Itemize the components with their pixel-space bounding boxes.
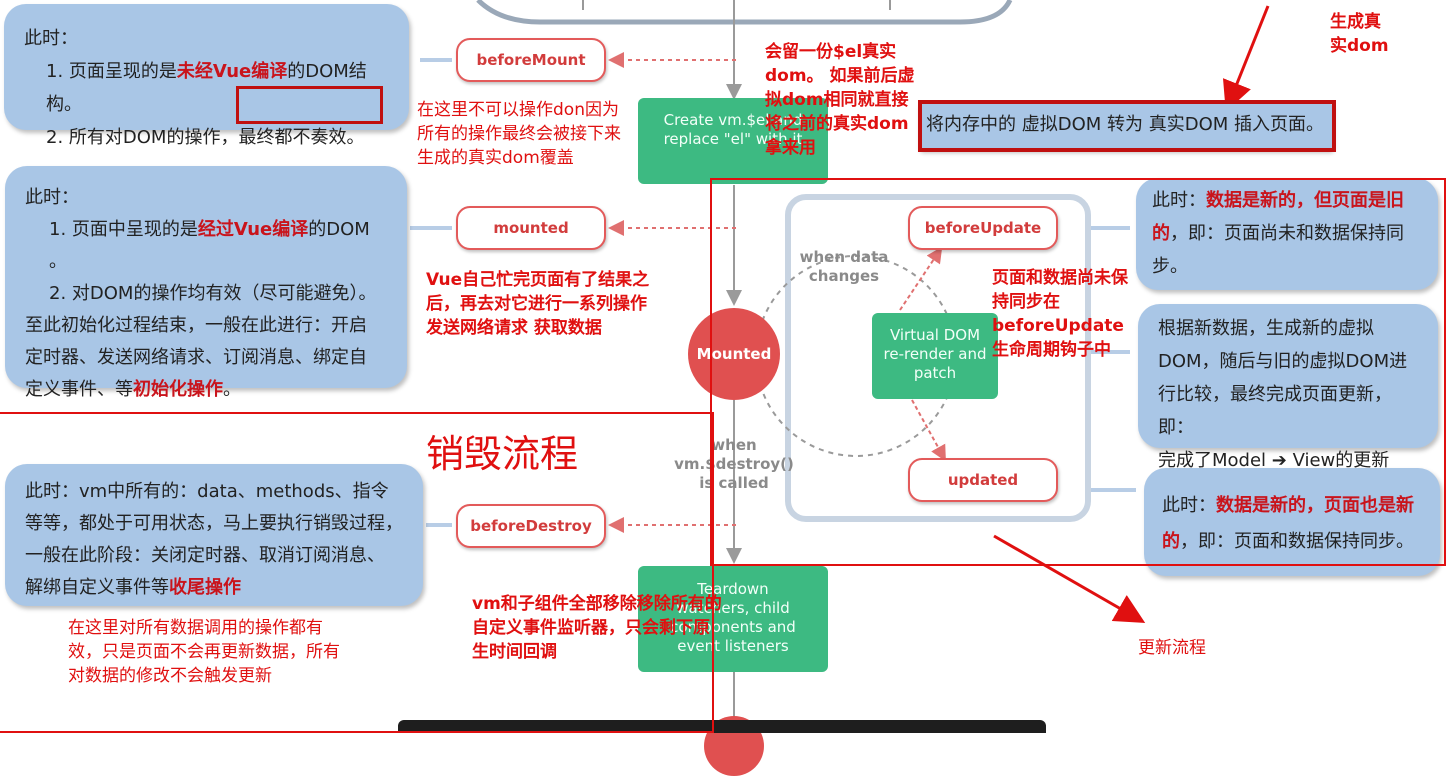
note-generate-real-dom: 生成真实dom	[1330, 12, 1389, 56]
mounted-line-2: 2. 对DOM的操作均有效（尽可能避免）。	[49, 283, 377, 304]
virtual-dom-step: Virtual DOM re-render and patch	[872, 313, 998, 399]
destroy-line-2: 等等，都处于可用状态，马上要执行销毁过程，	[25, 513, 403, 534]
before-destroy-description: 此时：vm中所有的：data、methods、指令 等等，都处于可用状态，马上要…	[5, 464, 423, 606]
mounted-description: 此时： 1. 页面中呈现的是经过Vue编译的DOM 。 2. 对DOM的操作均有…	[5, 166, 407, 400]
updated-hook: updated	[908, 458, 1058, 502]
mounted-title: 此时：	[25, 187, 79, 208]
patch-line-3: 行比较，最终完成页面更新，即：	[1158, 384, 1392, 438]
highlight-frame-not-effective	[236, 86, 383, 124]
mounted-hook: mounted	[456, 206, 606, 250]
patch-line-1: 根据新数据，生成新的虚拟	[1158, 318, 1374, 339]
before-mount-hook: beforeMount	[456, 38, 606, 82]
updated-description: 此时：数据是新的，页面也是新的，即：页面和数据保持同步。	[1144, 468, 1440, 576]
note-data-effective: 在这里对所有数据调用的操作都有效，只是页面不会再更新数据，所有对数据的修改不会触…	[68, 618, 340, 686]
patch-line-2: DOM，随后与旧的虚拟DOM进	[1158, 351, 1408, 372]
mounted-line-1: 1. 页面中呈现的是经过Vue编译的DOM 。	[49, 219, 370, 272]
when-destroy-label: when vm.$destroy() is called	[674, 436, 794, 492]
destroy-line-4: 解绑自定义事件等收尾操作	[25, 577, 241, 598]
insert-dom-box: 将内存中的 虚拟DOM 转为 真实DOM 插入页面。	[918, 102, 1332, 150]
insert-dom-frame	[918, 100, 1336, 152]
destroy-line-1: 此时：vm中所有的：data、methods、指令	[25, 481, 389, 502]
mounted-state-circle: Mounted	[688, 308, 780, 400]
mount-line-2: 2. 所有对DOM的操作，最终都不奏效。	[46, 127, 365, 148]
before-mount-description: 此时： 1. 页面呈现的是未经Vue编译的DOM结构。 2. 所有对DOM的操作…	[4, 4, 409, 148]
create-el-step: Create vm.$el and replace "el" with it	[638, 98, 828, 184]
note-vm-remove: vm和子组件全部移除移除所有的自定义事件监听器，只会剩下原生时间回调	[472, 594, 722, 662]
mounted-line-4: 定时器、发送网络请求、订阅消息、绑定自	[25, 347, 367, 368]
note-vue-done: Vue自己忙完页面有了结果之后，再去对它进行一系列操作 发送网络请求 获取数据	[426, 270, 650, 338]
mount-title: 此时：	[24, 28, 78, 49]
destroy-flow-frame	[0, 412, 714, 733]
teardown-step: Teardown watchers, child components and …	[638, 566, 828, 672]
before-destroy-hook: beforeDestroy	[456, 504, 606, 548]
update-flow-label: 更新流程	[1138, 638, 1206, 658]
note-cannot-operate: 在这里不可以操作don因为所有的操作最终会被接下来生成的真实dom覆盖	[417, 100, 621, 168]
patch-line-4: 完成了Model ➔ View的更新	[1158, 450, 1390, 471]
destroy-line-3: 一般在此阶段：关闭定时器、取消订阅消息、	[25, 545, 385, 566]
before-update-hook: beforeUpdate	[908, 206, 1058, 250]
patch-description: 根据新数据，生成新的虚拟 DOM，随后与旧的虚拟DOM进 行比较，最终完成页面更…	[1138, 304, 1438, 471]
bottom-dark-bar	[398, 720, 1046, 733]
mounted-line-5: 定义事件、等初始化操作。	[25, 379, 241, 400]
mount-line-1: 1. 页面呈现的是未经Vue编译的DOM结构。	[46, 61, 367, 115]
destroy-flow-title: 销毁流程	[426, 432, 579, 476]
mounted-line-3: 至此初始化过程结束，一般在此进行：开启	[25, 315, 367, 336]
when-data-changes-label: when data changes	[799, 248, 889, 285]
before-update-description: 此时：数据是新的，但页面是旧的，即：页面尚未和数据保持同步。	[1136, 178, 1438, 290]
update-flow-frame	[710, 178, 1446, 566]
note-not-sync: 页面和数据尚未保持同步在beforeUpdate生命周期钩子中	[992, 268, 1128, 360]
note-keep-el: 会留一份$el真实dom。 如果前后虚拟dom相同就直接将之前的真实dom拿来用	[765, 42, 915, 158]
top-frame	[476, 0, 1013, 25]
